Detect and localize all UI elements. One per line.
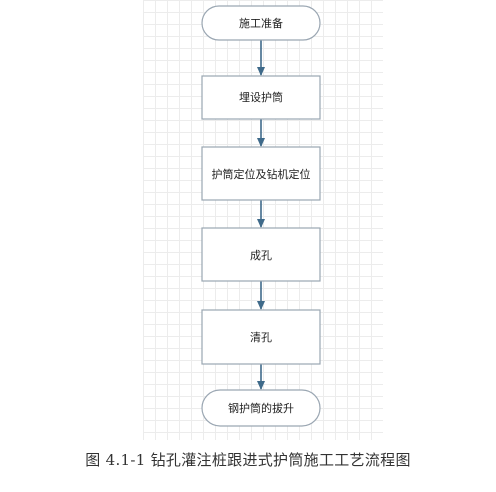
step-end: 钢护筒的拔升 [201, 389, 321, 427]
step-end-label: 钢护筒的拔升 [228, 401, 294, 415]
step-5-label: 清孔 [250, 331, 272, 344]
step-start-label: 施工准备 [239, 16, 283, 30]
step-2-label: 埋设护筒 [239, 90, 283, 104]
step-2: 埋设护筒 [201, 75, 321, 120]
figure-caption: 图 4.1-1 钻孔灌注桩跟进式护筒施工工艺流程图 [85, 451, 411, 469]
step-start: 施工准备 [201, 5, 321, 41]
step-5: 清孔 [201, 309, 321, 365]
step-4-label: 成孔 [250, 249, 272, 262]
step-4: 成孔 [201, 227, 321, 282]
step-3: 护筒定位及钻机定位 [201, 146, 321, 201]
step-3-label: 护筒定位及钻机定位 [212, 167, 311, 181]
